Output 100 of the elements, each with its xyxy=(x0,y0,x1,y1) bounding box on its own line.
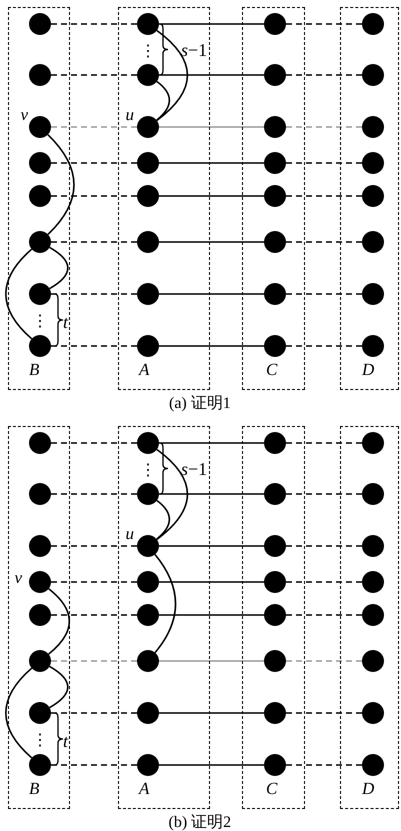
dashed-edge xyxy=(286,162,362,164)
dashed-edge xyxy=(51,293,137,295)
vertex-dot xyxy=(264,282,286,304)
group-label: B xyxy=(29,361,40,378)
vertex-dot xyxy=(362,482,384,504)
curved-edge xyxy=(49,666,68,708)
vertex-dot xyxy=(28,754,50,776)
edge-line xyxy=(159,241,264,243)
vertex-dot xyxy=(136,152,158,174)
dashed-edge xyxy=(286,660,362,662)
dashed-edge xyxy=(51,345,137,347)
curved-edge xyxy=(5,248,32,340)
dashed-edge xyxy=(286,293,362,295)
vertex-dot xyxy=(264,754,286,776)
vertex-dot xyxy=(28,64,50,86)
group-label: D xyxy=(362,780,374,797)
dashed-edge xyxy=(51,581,137,583)
vertex-dot xyxy=(28,650,50,672)
ellipsis-mark: ⋮ xyxy=(140,44,156,60)
edge-line xyxy=(159,195,264,197)
dashed-edge xyxy=(286,74,362,76)
vertex-dot xyxy=(264,116,286,138)
vertex-dot xyxy=(136,184,158,206)
vertex-dot xyxy=(362,282,384,304)
dashed-group-box xyxy=(242,7,305,390)
vertex-dot xyxy=(362,650,384,672)
dashed-edge xyxy=(286,23,362,25)
vertex-dot xyxy=(362,604,384,626)
vertex-dot xyxy=(28,12,50,34)
edge-line xyxy=(159,126,264,128)
group-label: A xyxy=(139,780,150,797)
group-label: B xyxy=(29,780,40,797)
vertex-dot xyxy=(264,650,286,672)
group-label: C xyxy=(266,361,278,378)
vertex-dot xyxy=(28,116,50,138)
edge-line xyxy=(159,712,264,714)
edge-line xyxy=(159,493,264,495)
curved-edge xyxy=(156,30,188,122)
dashed-edge xyxy=(286,545,362,547)
vertex-dot xyxy=(136,230,158,252)
vertex-dot xyxy=(362,12,384,34)
vertex-dot xyxy=(136,282,158,304)
edge-line xyxy=(159,293,264,295)
dashed-edge xyxy=(51,764,137,766)
ellipsis-mark: ⋮ xyxy=(32,314,48,330)
dashed-group-box xyxy=(118,7,210,390)
dashed-edge xyxy=(51,660,137,662)
dashed-group-box xyxy=(8,7,70,390)
dashed-edge xyxy=(286,764,362,766)
dashed-group-box xyxy=(8,426,70,809)
vertex-dot xyxy=(362,64,384,86)
dashed-edge xyxy=(51,493,137,495)
vertex-dot xyxy=(264,12,286,34)
vertex-dot xyxy=(136,12,158,34)
vertex-dot xyxy=(28,570,50,592)
subfigure-caption: (b) 证明2 xyxy=(168,815,232,831)
edge-line xyxy=(159,581,264,583)
curved-edge xyxy=(156,448,188,540)
dashed-group-box xyxy=(340,426,399,809)
vertex-label: u xyxy=(126,106,134,122)
curved-edge xyxy=(48,588,70,655)
dashed-group-box xyxy=(118,426,210,809)
curved-edge xyxy=(5,668,32,758)
group-label: C xyxy=(266,780,278,797)
curved-edge xyxy=(49,246,68,290)
vertex-dot xyxy=(28,604,50,626)
vertex-dot xyxy=(264,334,286,356)
edge-line xyxy=(159,162,264,164)
vertex-dot xyxy=(136,650,158,672)
dashed-edge xyxy=(286,712,362,714)
vertex-dot xyxy=(362,230,384,252)
vertex-dot xyxy=(136,64,158,86)
curved-edge xyxy=(154,554,176,654)
vertex-dot xyxy=(136,604,158,626)
vertex-dot xyxy=(264,534,286,556)
vertex-dot xyxy=(136,702,158,724)
edge-line xyxy=(159,23,264,25)
brace-label: s−1 xyxy=(181,42,208,58)
vertex-label: v xyxy=(20,106,28,122)
vertex-dot xyxy=(28,482,50,504)
brace-label: s−1 xyxy=(181,461,208,477)
edge-line xyxy=(159,545,264,547)
subfigure-caption: (a) 证明1 xyxy=(169,396,231,412)
dashed-edge xyxy=(286,493,362,495)
vertex-label: u xyxy=(126,524,134,542)
vertex-dot xyxy=(264,230,286,252)
vertex-dot xyxy=(136,334,158,356)
edge-line xyxy=(159,660,264,662)
dashed-edge xyxy=(286,345,362,347)
vertex-dot xyxy=(362,570,384,592)
vertex-dot xyxy=(136,482,158,504)
vertex-dot xyxy=(136,116,158,138)
vertex-dot xyxy=(362,432,384,454)
vertex-dot xyxy=(264,64,286,86)
edge-line xyxy=(159,345,264,347)
vertex-dot xyxy=(264,152,286,174)
vertex-dot xyxy=(362,702,384,724)
dashed-edge xyxy=(286,195,362,197)
dashed-edge xyxy=(286,442,362,444)
vertex-dot xyxy=(136,432,158,454)
